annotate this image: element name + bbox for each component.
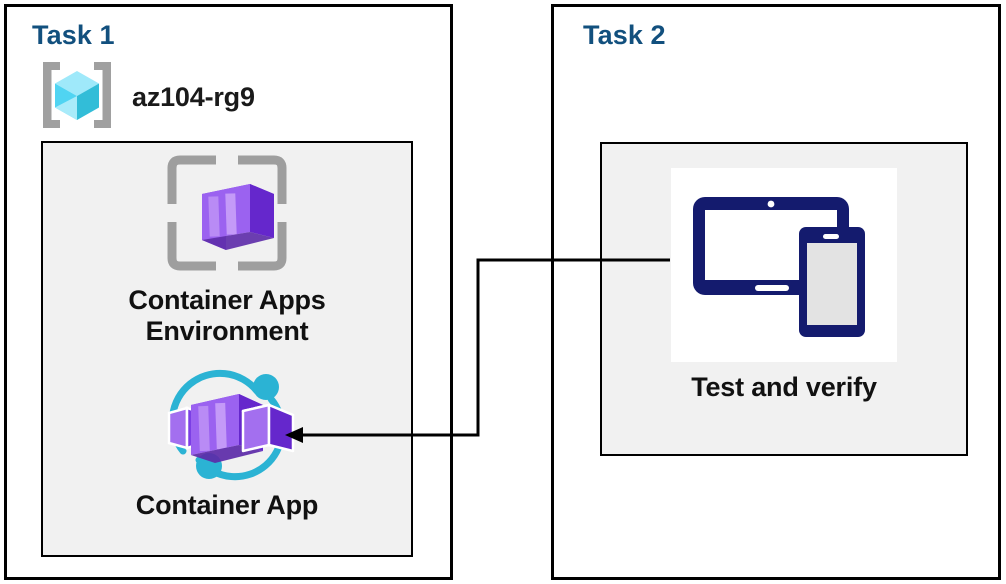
ring-dot-top [253,374,279,400]
container-apps-environment-caption: Container Apps Environment [128,285,326,347]
task-1-heading: Task 1 [32,20,115,50]
container-app-caption: Container App [135,490,319,520]
resource-group-icon [34,58,120,137]
node-container-apps-environment: Container Apps Environment [41,150,413,348]
resource-group-row: az104-rg9 [34,58,255,137]
container-apps-environment-icon [164,150,290,281]
test-and-verify-caption: Test and verify [691,372,877,402]
task-2-heading: Task 2 [583,20,666,50]
node-container-app: Container App [41,365,413,521]
node-test-and-verify: Test and verify [600,168,968,403]
devices-icon-plate [671,168,897,362]
resource-group-name: az104-rg9 [132,82,255,112]
container-app-icon [147,365,307,488]
devices-icon [689,183,879,348]
